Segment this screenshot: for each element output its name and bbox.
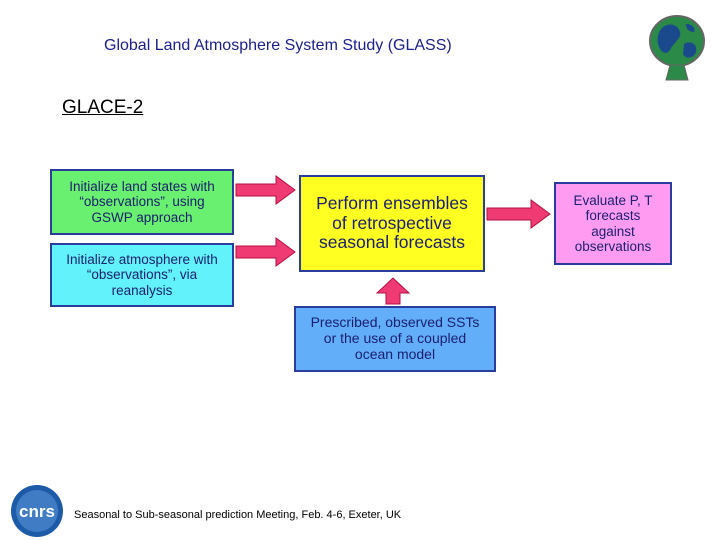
box-initialize-land-label: Initialize land states with “observation…	[69, 179, 215, 225]
box-prescribed-sst: Prescribed, observed SSTs or the use of …	[294, 306, 496, 372]
cnrs-logo-icon: cnrs	[11, 485, 63, 537]
box-initialize-atmosphere-label: Initialize atmosphere with “observations…	[66, 252, 218, 298]
slide-subtitle: GLACE-2	[62, 97, 144, 118]
box-perform-ensembles-label: Perform ensembles of retrospective seaso…	[316, 193, 468, 253]
slide-footer: Seasonal to Sub-seasonal prediction Meet…	[74, 509, 402, 521]
arrow-perform-to-evaluate	[486, 199, 551, 229]
box-evaluate-forecasts: Evaluate P, T forecasts against observat…	[554, 182, 672, 265]
arrow-land-to-perform	[235, 175, 296, 205]
box-perform-ensembles: Perform ensembles of retrospective seaso…	[299, 175, 485, 272]
box-prescribed-sst-label: Prescribed, observed SSTs or the use of …	[310, 314, 480, 362]
arrow-sst-to-perform	[375, 277, 411, 305]
arrow-atmosphere-to-perform	[235, 237, 296, 267]
box-evaluate-forecasts-label: Evaluate P, T forecasts against observat…	[573, 193, 653, 254]
svg-text:cnrs: cnrs	[19, 502, 55, 521]
slide-header-title: Global Land Atmosphere System Study (GLA…	[104, 37, 452, 54]
box-initialize-land: Initialize land states with “observation…	[50, 169, 234, 235]
box-initialize-atmosphere: Initialize atmosphere with “observations…	[50, 243, 234, 307]
globe-logo-icon	[649, 15, 705, 81]
